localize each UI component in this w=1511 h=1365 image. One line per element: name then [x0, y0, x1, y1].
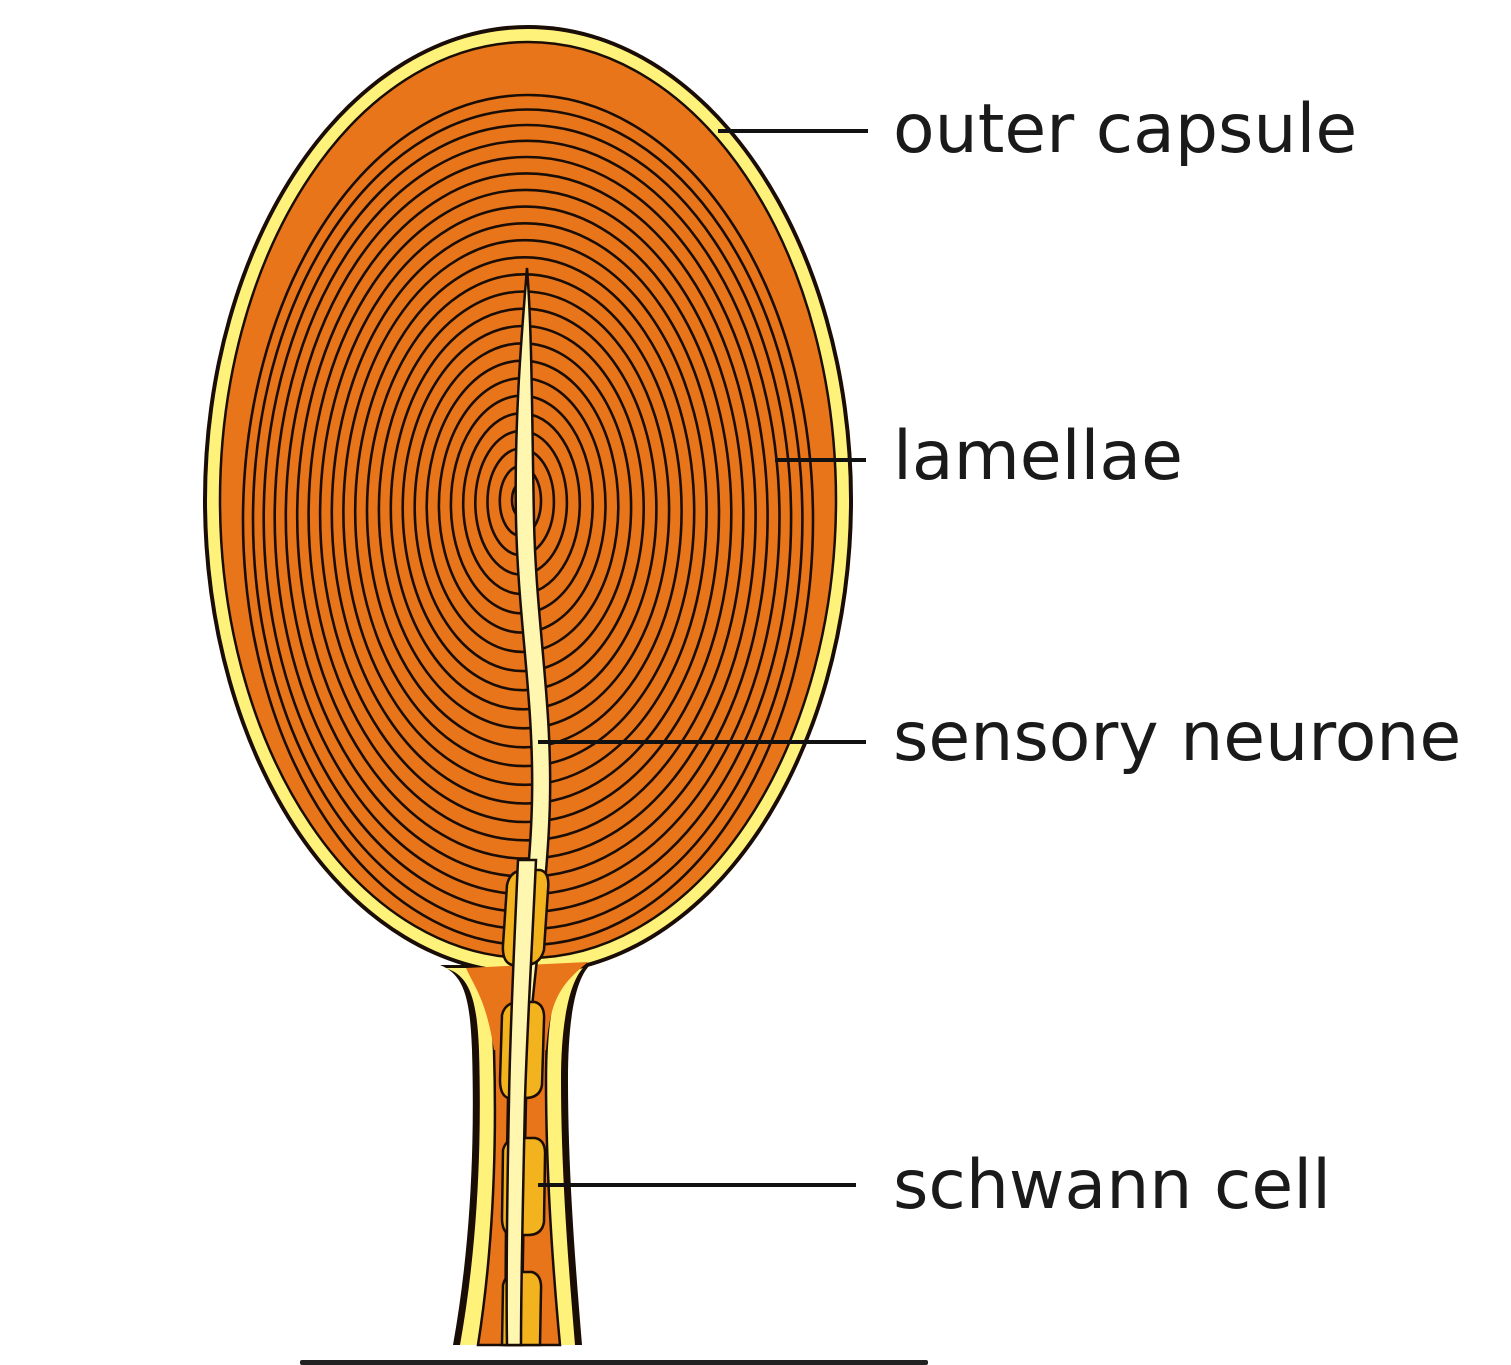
lamella-ring — [342, 238, 708, 787]
schwann-cell-label: schwann cell — [893, 1146, 1331, 1225]
lamellae-label: lamellae — [893, 417, 1183, 496]
lamella-ring — [318, 205, 733, 824]
sensory-neurone-label: sensory neurone — [893, 698, 1461, 777]
bottom-rule — [300, 1360, 928, 1365]
lamella-ring — [365, 272, 683, 749]
outer-capsule-label: outer capsule — [893, 90, 1357, 169]
sensory-neurone-overlay — [505, 858, 538, 1347]
lamella-ring — [295, 172, 757, 860]
lamella-ring — [353, 256, 696, 768]
lamella-ring — [330, 222, 721, 805]
lamella-ring — [307, 188, 745, 842]
